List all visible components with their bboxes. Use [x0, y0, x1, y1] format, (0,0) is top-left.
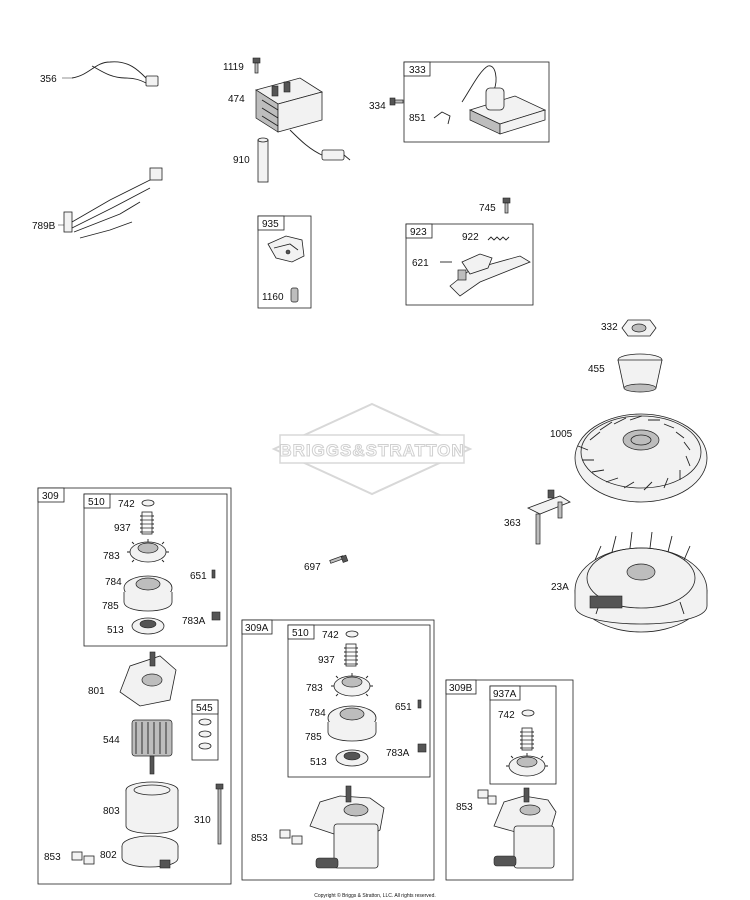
part-1160-screw[interactable]: 1160: [262, 287, 299, 303]
label-922: 922: [462, 232, 479, 243]
label-742-first: 742: [118, 499, 135, 510]
box-label-923: 923: [410, 227, 427, 238]
part-332-nut[interactable]: 332: [601, 319, 657, 337]
part-474-regulator[interactable]: 474: [228, 77, 351, 161]
part-745-screw[interactable]: 745: [479, 197, 511, 214]
part-697-bolt[interactable]: 697: [304, 554, 349, 573]
part-1119-screw[interactable]: 1119: [223, 57, 261, 74]
box-309A: 309A: [241, 619, 435, 881]
box-label-333: 333: [409, 65, 426, 76]
box-label-309: 309: [42, 491, 59, 502]
label-937-first: 937: [114, 523, 131, 534]
part-356-wire[interactable]: 356: [40, 61, 159, 87]
part-789B-harness[interactable]: 789B: [32, 167, 163, 239]
label-513-second: 513: [310, 757, 327, 768]
label-853-second: 853: [251, 833, 268, 844]
watermark-text: BRIGGS&STRATTON: [279, 441, 464, 460]
box-309: 309: [37, 487, 232, 885]
box-937A: 937A: [489, 685, 557, 785]
label-745: 745: [479, 203, 496, 214]
part-545-washers[interactable]: [198, 718, 212, 750]
label-785-first: 785: [102, 601, 119, 612]
box-545: 545: [191, 699, 219, 761]
label-785-second: 785: [305, 732, 322, 743]
label-651-second: 651: [395, 702, 412, 713]
label-544: 544: [103, 735, 120, 746]
copyright-text: Copyright © Briggs & Stratton, LLC. All …: [314, 892, 436, 899]
label-1005: 1005: [550, 429, 573, 440]
label-851: 851: [409, 113, 426, 124]
label-474: 474: [228, 94, 245, 105]
label-784-first: 784: [105, 577, 122, 588]
box-label-935: 935: [262, 219, 279, 230]
label-801: 801: [88, 686, 105, 697]
starter-309A-parts[interactable]: 742 937 783 784 785 513 651 783A 853: [251, 630, 427, 869]
label-937-second: 937: [318, 655, 335, 666]
box-935: 935: [257, 215, 312, 309]
starter-309B-parts[interactable]: 742 853: [456, 709, 557, 869]
part-455-cup[interactable]: 455: [588, 353, 663, 393]
box-label-510-second: 510: [292, 628, 309, 639]
briggs-stratton-watermark: BRIGGS&STRATTON: [271, 402, 473, 496]
label-853-third: 853: [456, 802, 473, 813]
label-783-first: 783: [103, 551, 120, 562]
part-333-armature[interactable]: [461, 65, 547, 135]
box-510-second: 510: [287, 624, 431, 778]
label-783-second: 783: [306, 683, 323, 694]
part-851-clip[interactable]: 851: [409, 111, 451, 125]
box-label-309A: 309A: [245, 623, 269, 634]
label-513-first: 513: [107, 625, 124, 636]
box-label-937A: 937A: [493, 689, 517, 700]
label-1119: 1119: [223, 62, 244, 73]
label-334: 334: [369, 101, 386, 112]
label-853-first: 853: [44, 852, 61, 863]
label-697: 697: [304, 562, 321, 573]
label-356: 356: [40, 74, 57, 85]
part-363-bracket[interactable]: 363: [504, 489, 571, 545]
part-935-bracket[interactable]: [267, 235, 305, 263]
label-310: 310: [194, 815, 211, 826]
box-923: 923: [405, 223, 534, 306]
part-23A-flywheel[interactable]: 23A: [551, 531, 708, 633]
label-742-second: 742: [322, 630, 339, 641]
box-label-545: 545: [196, 703, 213, 714]
box-label-510-first: 510: [88, 497, 105, 508]
part-910-spacer[interactable]: 910: [233, 137, 269, 183]
label-1160: 1160: [262, 292, 284, 303]
label-651-first: 651: [190, 571, 207, 582]
label-455: 455: [588, 364, 605, 375]
label-784-second: 784: [309, 708, 326, 719]
box-label-309B: 309B: [449, 683, 473, 694]
label-742-third: 742: [498, 710, 515, 721]
label-802: 802: [100, 850, 117, 861]
part-621-lever[interactable]: 621: [412, 258, 452, 269]
box-333: 333: [403, 61, 550, 143]
label-363: 363: [504, 518, 521, 529]
label-332: 332: [601, 322, 618, 333]
label-783A-first: 783A: [182, 616, 206, 627]
box-510-first: 510: [83, 493, 228, 647]
part-922-spring[interactable]: 922: [462, 232, 510, 243]
label-23A: 23A: [551, 582, 569, 593]
box-309B: 309B: [445, 679, 574, 881]
label-789B: 789B: [32, 221, 56, 232]
part-923-control[interactable]: [449, 253, 531, 297]
label-783A-second: 783A: [386, 748, 410, 759]
part-1005-fan[interactable]: 1005: [550, 413, 708, 503]
label-621: 621: [412, 258, 429, 269]
part-334-screw[interactable]: 334: [369, 97, 404, 112]
label-803: 803: [103, 806, 120, 817]
label-910: 910: [233, 155, 250, 166]
starter-309-parts[interactable]: 742 937 783 784 785 513 651 783A 801: [44, 499, 224, 869]
